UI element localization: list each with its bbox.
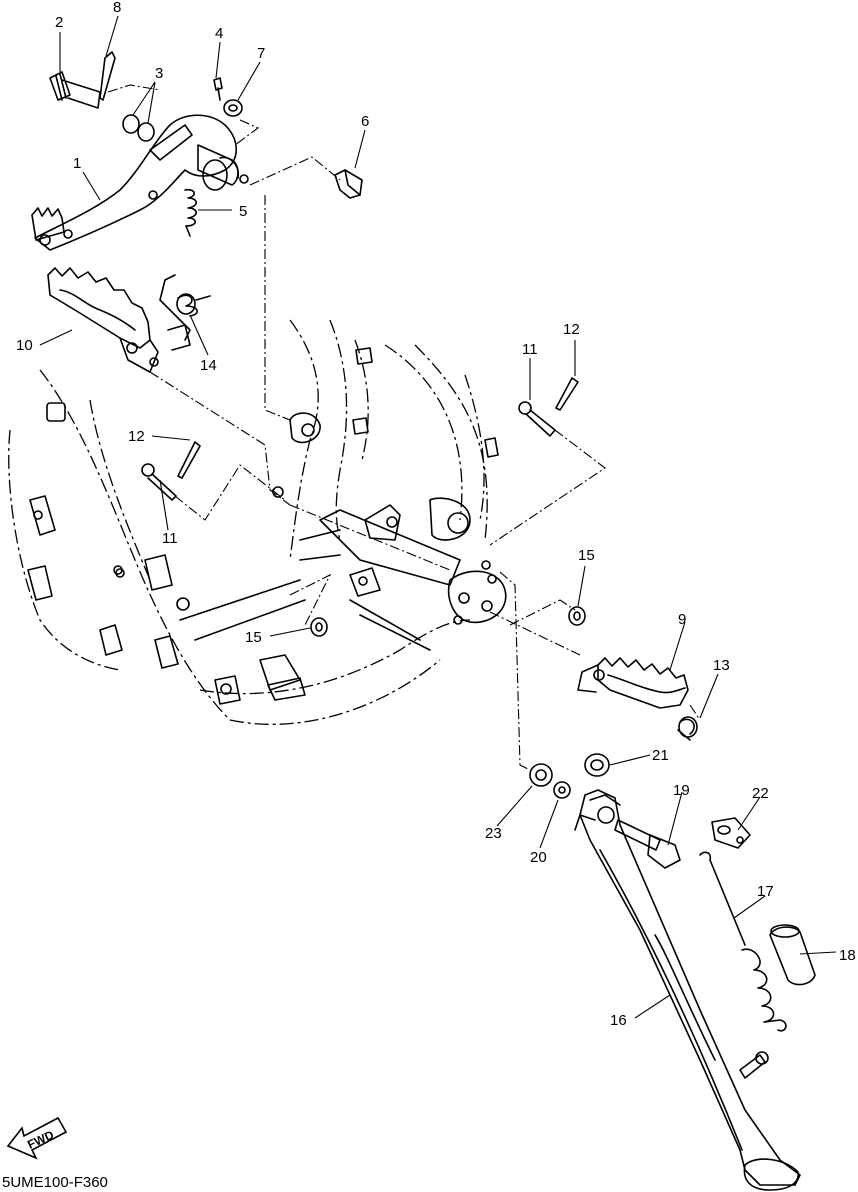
washer [553, 781, 571, 799]
callout-9: 9 [678, 611, 686, 628]
callout-12-right: 12 [563, 321, 580, 338]
callout-7: 7 [257, 45, 265, 62]
fwd-arrow: FWD [6, 1116, 68, 1160]
callout-labels: 2 8 3 4 7 6 1 5 10 14 11 12 12 11 15 15 … [16, 0, 856, 1029]
callout-10: 10 [16, 337, 33, 354]
spring-hook-plate [711, 817, 751, 849]
diagram-code: 5UME100-F360 [2, 1174, 108, 1191]
callout-5: 5 [239, 203, 247, 220]
brake-pedal-spring [184, 188, 198, 227]
callout-22: 22 [752, 785, 769, 802]
washer [223, 99, 243, 117]
assembly-lines [107, 84, 701, 771]
callout-12-left: 12 [128, 428, 145, 445]
callout-3: 3 [155, 65, 163, 82]
footrest-spring [177, 294, 198, 317]
footrest-spring [678, 716, 698, 738]
clip [213, 77, 223, 101]
sidestand-spring [699, 851, 746, 946]
frame-lugs [27, 347, 507, 705]
pivot-bolt [49, 71, 71, 101]
callout-11-left: 11 [162, 530, 178, 547]
pins [141, 377, 579, 501]
washer [529, 763, 553, 787]
sidestand-assembly [529, 753, 816, 1191]
sidestand [579, 789, 801, 1186]
washers-15 [310, 606, 586, 637]
callout-4: 4 [215, 25, 223, 42]
fwd-label: FWD [25, 1127, 56, 1151]
spring-cover [769, 926, 816, 986]
frame-outline [8, 319, 488, 725]
right-footrest-assembly [577, 657, 698, 741]
callout-17: 17 [757, 883, 774, 900]
callout-20: 20 [530, 849, 547, 866]
callout-18: 18 [839, 947, 856, 964]
callout-21: 21 [652, 747, 669, 764]
pin-head [141, 463, 155, 477]
callout-15-right: 15 [578, 547, 595, 564]
brake-pedal-arm [34, 114, 238, 251]
callout-16: 16 [610, 1012, 627, 1029]
leader-lines [39, 15, 837, 1019]
callout-1: 1 [73, 155, 81, 172]
callout-23: 23 [485, 825, 502, 842]
washer [122, 114, 140, 134]
callout-6: 6 [361, 113, 369, 130]
callout-15-left: 15 [245, 629, 262, 646]
cotter-pin [99, 51, 116, 101]
pin-head [518, 401, 532, 415]
left-footrest-assembly [47, 267, 211, 373]
callout-13: 13 [713, 657, 730, 674]
brake-pedal-assembly [31, 51, 363, 251]
left-footrest [47, 267, 151, 349]
callout-14: 14 [200, 357, 217, 374]
washer [137, 122, 155, 142]
collar [584, 753, 610, 777]
sidestand-bolt [614, 819, 661, 851]
callout-2: 2 [55, 14, 63, 31]
callout-11-right: 11 [522, 341, 538, 358]
right-footrest [597, 657, 689, 709]
callout-19: 19 [673, 782, 690, 799]
callout-8: 8 [113, 0, 121, 16]
